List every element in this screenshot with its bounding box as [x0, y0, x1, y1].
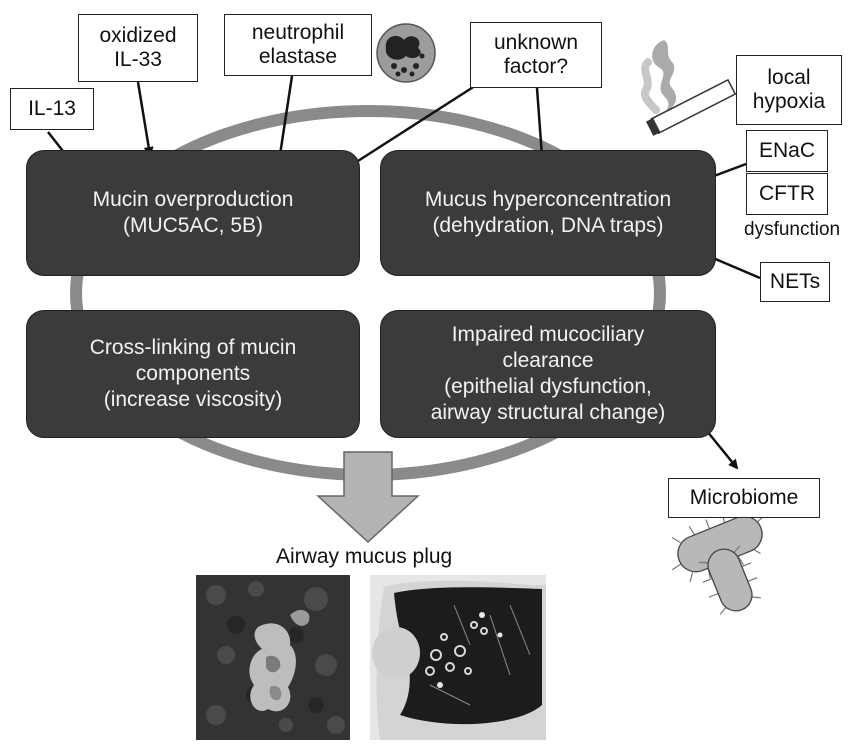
label-neutrophil-elastase: neutrophil elastase [224, 14, 372, 76]
box-mucin-overproduction: Mucin overproduction (MUC5AC, 5B) [26, 150, 360, 276]
box-mucus-hyperconcentration: Mucus hyperconcentration (dehydration, D… [380, 150, 716, 276]
ct-image-closeup [196, 575, 350, 740]
label-microbiome: Microbiome [668, 478, 820, 518]
cigarette-icon [641, 40, 737, 136]
box-cross-linking: Cross-linking of mucin components (incre… [26, 310, 360, 438]
label-dysfunction: dysfunction [744, 219, 841, 240]
arrow-il33 [136, 81, 154, 157]
label-local-hypoxia: local hypoxia [736, 55, 842, 125]
label-unknown-factor: unknown factor? [470, 22, 602, 88]
bacteria-icon [671, 508, 765, 615]
arrow-unknown-to-mucin [345, 82, 479, 170]
label-il13: IL-13 [10, 88, 94, 130]
neutrophil-icon [376, 23, 436, 83]
label-enac: ENaC [746, 130, 828, 172]
ct-image-lung [370, 575, 546, 740]
label-nets: NETs [760, 262, 830, 302]
down-arrow [316, 451, 420, 544]
box-impaired-clearance: Impaired mucociliary clearance (epitheli… [380, 310, 716, 438]
label-cftr: CFTR [746, 173, 828, 215]
caption-airway-mucus-plug: Airway mucus plug [276, 545, 453, 568]
label-oxidized-il33: oxidized IL-33 [78, 14, 198, 82]
